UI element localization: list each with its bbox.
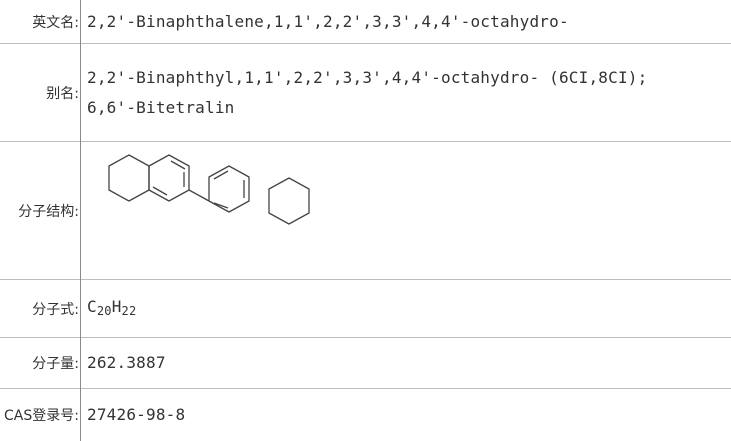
cas-value: 27426-98-8 — [87, 389, 727, 441]
aromatic-bonds-left — [152, 160, 186, 196]
row-aliases: 别名: 2,2'-Binaphthyl,1,1',2,2',3,3',4,4'-… — [0, 44, 731, 142]
formula-value: C20H22 — [87, 280, 727, 337]
biaryl-bond — [188, 189, 210, 202]
english-name-text: 2,2'-Binaphthalene,1,1',2,2',3,3',4,4'-o… — [87, 11, 569, 31]
column-divider — [80, 0, 81, 441]
aliases-value: 2,2'-Binaphthyl,1,1',2,2',3,3',4,4'-octa… — [87, 44, 727, 141]
row-cas: CAS登录号: 27426-98-8 — [0, 389, 731, 441]
formula-label: 分子式: — [32, 301, 79, 318]
benzene-ring-right — [208, 165, 250, 213]
aliases-label: 别名: — [46, 85, 79, 102]
cyclohexane-ring-left — [108, 154, 150, 202]
benzene-ring-left — [148, 154, 190, 202]
weight-value: 262.3887 — [87, 338, 727, 388]
alias-item: 6,6'-Bitetralin — [87, 97, 235, 117]
aromatic-bonds-right — [213, 170, 245, 209]
english-name-label: 英文名: — [32, 14, 79, 31]
row-weight: 分子量: 262.3887 — [0, 338, 731, 389]
molecular-weight: 262.3887 — [87, 353, 166, 372]
row-english-name: 英文名: 2,2'-Binaphthalene,1,1',2,2',3,3',4… — [0, 0, 731, 44]
molecule-structure-icon — [108, 154, 310, 225]
molecular-formula: C20H22 — [87, 296, 137, 318]
cas-number: 27426-98-8 — [87, 405, 186, 424]
cas-label: CAS登录号: — [4, 408, 79, 424]
row-formula: 分子式: C20H22 — [0, 280, 731, 338]
structure-label: 分子结构: — [18, 203, 79, 220]
english-name-value: 2,2'-Binaphthalene,1,1',2,2',3,3',4,4'-o… — [87, 0, 727, 43]
alias-item: 2,2'-Binaphthyl,1,1',2,2',3,3',4,4'-octa… — [87, 67, 648, 87]
row-structure: 分子结构: — [0, 142, 731, 280]
cyclohexane-ring-right — [268, 177, 310, 225]
weight-label: 分子量: — [32, 356, 79, 372]
